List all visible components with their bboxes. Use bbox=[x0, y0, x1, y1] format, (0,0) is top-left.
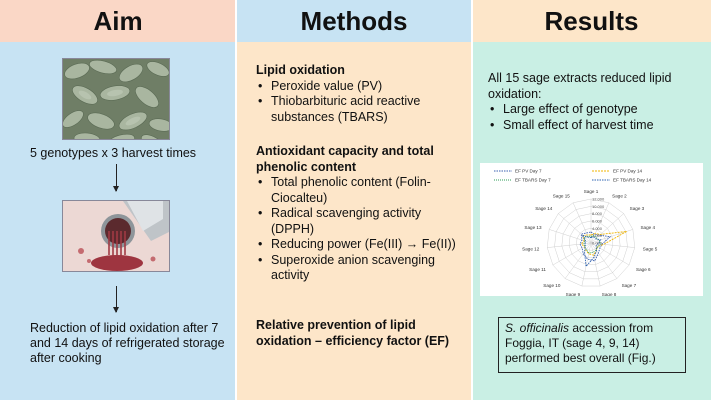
radar-spoke bbox=[590, 242, 601, 287]
radar-category-label: Sage 6 bbox=[636, 267, 651, 272]
results-summary: All 15 sage extracts reduced lipid oxida… bbox=[488, 71, 703, 133]
radar-category-label: Sage 8 bbox=[602, 292, 617, 296]
radar-category-label: Sage 14 bbox=[535, 206, 553, 211]
radar-grid-ring bbox=[561, 213, 621, 272]
radar-category-label: Sage 5 bbox=[643, 246, 658, 251]
radar-category-label: Sage 9 bbox=[566, 292, 581, 296]
radar-spoke bbox=[581, 242, 592, 287]
radar-legend-label: EF TBARS Day 14 bbox=[613, 178, 652, 183]
radar-tick-label: 12.000 bbox=[592, 197, 605, 202]
radar-spoke bbox=[558, 213, 592, 244]
meat-grinder-photo bbox=[62, 200, 170, 272]
radar-category-label: Sage 1 bbox=[584, 189, 599, 194]
radar-legend-label: EF TBARS Day 7 bbox=[515, 178, 551, 183]
sage-leaves-photo bbox=[62, 58, 170, 140]
list-item: Large effect of genotype bbox=[488, 102, 703, 118]
note-text: accession from Foggia, IT (sage 4, 9, 14… bbox=[505, 321, 656, 365]
list-item: Peroxide value (PV) bbox=[256, 79, 461, 95]
methods-section-title: Relative prevention of lipid oxidation –… bbox=[256, 318, 450, 348]
radar-series-line bbox=[581, 234, 602, 268]
arrow-down-icon-2 bbox=[113, 286, 119, 313]
list-item: Thiobarbituric acid reactive substances … bbox=[256, 94, 461, 125]
radar-category-label: Sage 11 bbox=[529, 267, 546, 272]
aim-heading: Aim bbox=[0, 0, 236, 42]
radar-category-label: Sage 7 bbox=[622, 283, 637, 288]
radar-grid-ring bbox=[546, 198, 636, 287]
list-item: Radical scavenging activity (DPPH) bbox=[256, 206, 461, 237]
species-name: S. officinalis bbox=[505, 321, 570, 335]
results-column: Results All 15 sage extracts reduced lip… bbox=[472, 0, 711, 400]
radar-tick-label: 6.000 bbox=[592, 219, 603, 224]
list-item: Superoxide anion scavenging activity bbox=[256, 253, 461, 284]
radar-category-label: Sage 2 bbox=[612, 193, 627, 198]
radar-tick-label: 2.000 bbox=[592, 233, 603, 238]
radar-spoke bbox=[564, 242, 592, 279]
radar-category-label: Sage 15 bbox=[553, 193, 571, 198]
radar-spoke bbox=[590, 202, 610, 244]
radar-category-label: Sage 10 bbox=[543, 283, 561, 288]
list-item: Small effect of harvest time bbox=[488, 118, 703, 134]
methods-section-antioxidant: Antioxidant capacity and total phenolic … bbox=[256, 144, 461, 284]
radar-category-label: Sage 13 bbox=[524, 225, 542, 230]
best-accession-note: S. officinalis accession from Foggia, IT… bbox=[498, 317, 686, 373]
radar-category-label: Sage 12 bbox=[522, 246, 540, 251]
results-intro: All 15 sage extracts reduced lipid oxida… bbox=[488, 71, 672, 101]
radar-grid-ring bbox=[568, 220, 614, 265]
list-item: Reducing power (Fe(III) → Fe(II)) bbox=[256, 237, 461, 253]
radar-spoke bbox=[590, 242, 618, 279]
methods-section-title: Lipid oxidation bbox=[256, 63, 345, 77]
radar-chart-svg: 0.0002.0004.0006.0008.00010.00012.000Sag… bbox=[494, 169, 658, 297]
radar-legend-label: EF PV Day 7 bbox=[515, 169, 542, 174]
radar-tick-label: 4.000 bbox=[592, 226, 603, 231]
aim-caption-genotypes: 5 genotypes x 3 harvest times bbox=[30, 146, 197, 160]
methods-heading: Methods bbox=[236, 0, 472, 42]
aim-column: Aim bbox=[0, 0, 236, 400]
methods-section-title: Antioxidant capacity and total phenolic … bbox=[256, 144, 434, 174]
column-divider bbox=[235, 0, 237, 400]
column-divider bbox=[471, 0, 473, 400]
methods-section-lipid-oxidation: Lipid oxidation Peroxide value (PV) Thio… bbox=[256, 63, 461, 125]
radar-legend-label: EF PV Day 14 bbox=[613, 169, 643, 174]
radar-grid-ring bbox=[554, 206, 628, 280]
aim-caption-lipid-oxidation: Reduction of lipid oxidation after 7 and… bbox=[30, 321, 225, 365]
methods-section-efficiency-factor: Relative prevention of lipid oxidation –… bbox=[256, 318, 461, 349]
radar-tick-label: 0.000 bbox=[592, 241, 603, 246]
radar-tick-label: 8.000 bbox=[592, 211, 603, 216]
radar-series-line bbox=[579, 231, 612, 262]
list-item: Total phenolic content (Folin-Ciocalteu) bbox=[256, 175, 461, 206]
radar-category-label: Sage 4 bbox=[640, 225, 655, 230]
radar-category-label: Sage 3 bbox=[630, 206, 645, 211]
methods-column: Methods Lipid oxidation Peroxide value (… bbox=[236, 0, 472, 400]
arrow-down-icon bbox=[113, 164, 119, 192]
results-heading: Results bbox=[472, 0, 711, 42]
radar-series-line bbox=[580, 230, 627, 256]
radar-tick-label: 10.000 bbox=[592, 204, 605, 209]
